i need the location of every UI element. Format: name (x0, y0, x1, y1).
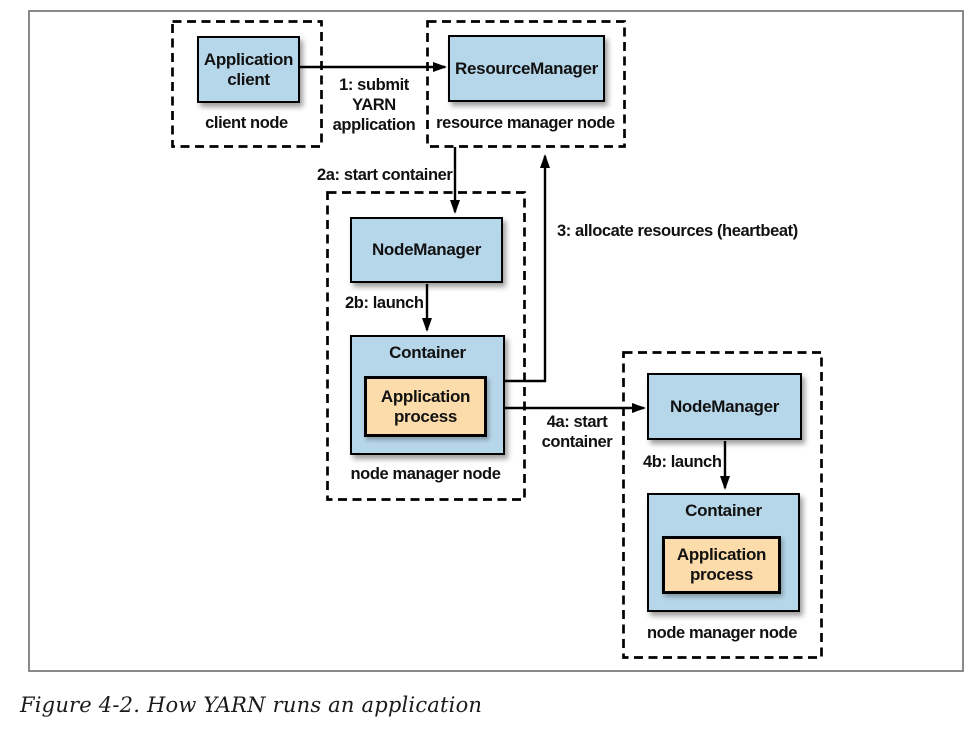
application-process-2-box: Application process (662, 536, 781, 594)
step2b-label: 2b: launch (345, 294, 424, 312)
step2a-label: 2a: start container (317, 166, 453, 184)
resource-manager-box: ResourceManager (448, 35, 605, 102)
node-manager-2-box: NodeManager (647, 373, 802, 440)
node-manager-1-box: NodeManager (350, 217, 503, 283)
node-manager-node-1-label: node manager node (350, 465, 501, 483)
client-node-label: client node (205, 114, 288, 132)
step4b-label: 4b: launch (643, 453, 722, 471)
application-client-box: Application client (197, 36, 300, 103)
container-2-title: Container (685, 501, 762, 520)
step1-label: 1: submit YARN application (332, 76, 416, 134)
node-manager-node-2-label: node manager node (647, 624, 797, 642)
step4a-label: 4a: start container (541, 413, 613, 451)
figure-caption: Figure 4-2. How YARN runs an application (20, 693, 483, 717)
container-1-title: Container (389, 343, 466, 362)
container-2-box: Container Application process (647, 493, 800, 612)
step3-label: 3: allocate resources (heartbeat) (557, 222, 798, 240)
application-process-1-box: Application process (364, 376, 487, 437)
container-1-box: Container Application process (350, 335, 505, 455)
resource-manager-node-label: resource manager node (436, 114, 615, 132)
